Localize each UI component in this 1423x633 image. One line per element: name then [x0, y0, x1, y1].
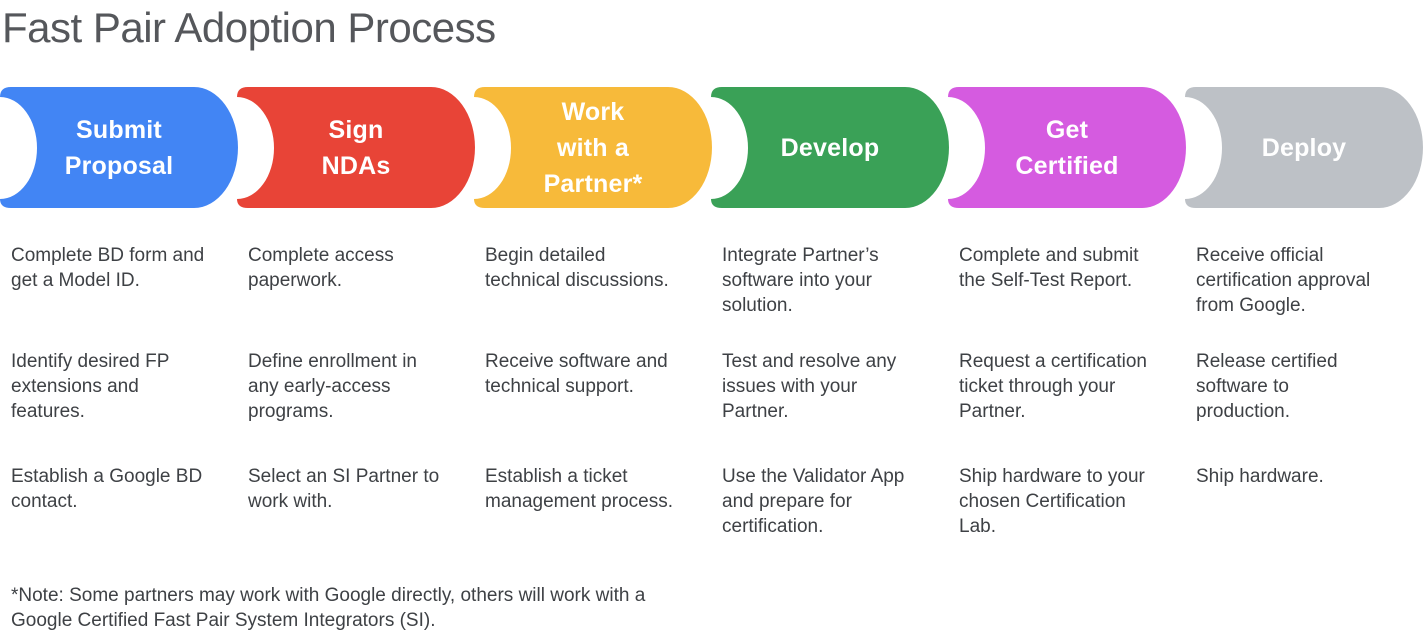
step-text: Release certified software to production…: [1196, 351, 1338, 422]
step-text: Receive software and technical support.: [485, 351, 668, 397]
stage-chevron-shape: [948, 87, 1186, 208]
stage-get-certified: Get Certified: [948, 87, 1186, 208]
stage-label-get-certified: Get Certified: [1015, 115, 1119, 180]
step-text: Test and resolve any issues with your Pa…: [722, 351, 897, 422]
step-text: Begin detailed technical discussions.: [485, 245, 669, 291]
step-text: Establish a Google BD contact.: [11, 466, 203, 512]
stage-chevron-shape: [237, 87, 475, 208]
step-text: Integrate Partner’s software into your s…: [722, 245, 879, 316]
stage-chevron-shape: [711, 87, 949, 208]
footnote: *Note: Some partners may work with Googl…: [11, 585, 646, 631]
stage-work-with-partner: Work with a Partner*: [474, 87, 712, 208]
stage-chevron-shape: [474, 87, 712, 208]
stage-submit-proposal: Submit Proposal: [0, 87, 238, 208]
stage-deploy: Deploy: [1185, 87, 1423, 208]
steps-row-1: Complete BD form and get a Model ID. Com…: [0, 243, 1423, 318]
stage-label-work-with-partner: Work with a Partner*: [543, 97, 643, 198]
process-stage-row: Submit Proposal Sign NDAs Work with a Pa…: [0, 87, 1423, 208]
steps-row-3: Establish a Google BD contact. Select an…: [0, 464, 1423, 539]
step-text: Receive official certification approval …: [1196, 245, 1371, 316]
page-title: Fast Pair Adoption Process: [2, 4, 496, 51]
step-text: Ship hardware.: [1196, 466, 1324, 487]
step-text: Define enrollment in any early-access pr…: [248, 351, 417, 422]
step-text: Complete BD form and get a Model ID.: [11, 245, 205, 291]
step-text: Establish a ticket management process.: [485, 466, 673, 512]
step-text: Identify desired FP extensions and featu…: [11, 351, 170, 422]
step-text: Use the Validator App and prepare for ce…: [722, 466, 905, 537]
steps-row-2: Identify desired FP extensions and featu…: [0, 349, 1423, 424]
stage-label-sign-ndas: Sign NDAs: [321, 115, 391, 180]
stage-sign-ndas: Sign NDAs: [237, 87, 475, 208]
stage-develop: Develop: [711, 87, 949, 208]
stage-label-submit-proposal: Submit Proposal: [64, 115, 174, 180]
step-text: Ship hardware to your chosen Certificati…: [959, 466, 1145, 537]
step-text: Complete access paperwork.: [248, 245, 394, 291]
step-text: Select an SI Partner to work with.: [248, 466, 440, 512]
step-text: Complete and submit the Self-Test Report…: [959, 245, 1139, 291]
stage-label-deploy: Deploy: [1261, 133, 1347, 162]
stage-label-develop: Develop: [780, 133, 880, 162]
stage-chevron-shape: [0, 87, 238, 208]
step-text: Request a certification ticket through y…: [959, 351, 1147, 422]
stage-chevron-shape: [1185, 87, 1423, 208]
